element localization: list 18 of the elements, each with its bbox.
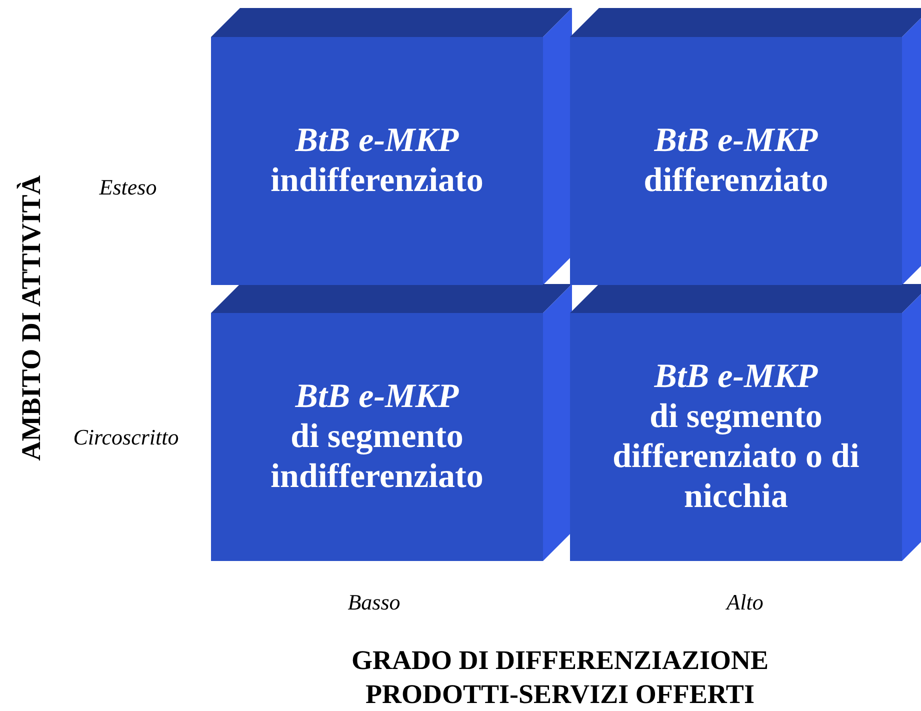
matrix-cell <box>570 313 902 561</box>
column-label: Alto <box>726 588 764 616</box>
cell-text: indifferenziato <box>270 161 484 201</box>
cell-text: di segmento indifferenziato <box>270 417 484 497</box>
column-label: Basso <box>348 588 400 616</box>
cell-heading: BtB e-MKP <box>654 121 818 161</box>
cell-heading: BtB e-MKP <box>295 377 459 417</box>
row-label: Circoscritto <box>73 424 179 452</box>
axis-title: AMBITO DI ATTIVITÀ <box>14 175 47 461</box>
cell-text: differenziato <box>644 161 828 201</box>
axis-title: GRADO DI DIFFERENZIAZIONE PRODOTTI-SERVIZI OFFERTI <box>350 644 770 711</box>
cell-heading: BtB e-MKP <box>295 121 459 161</box>
matrix-cell <box>211 313 543 561</box>
cell-heading: BtB e-MKP <box>654 357 818 397</box>
row-label: Esteso <box>99 174 157 202</box>
cell-text: di segmento differenziato o di nicchia <box>612 397 860 517</box>
matrix-cell <box>211 37 543 285</box>
matrix-cell <box>570 37 902 285</box>
